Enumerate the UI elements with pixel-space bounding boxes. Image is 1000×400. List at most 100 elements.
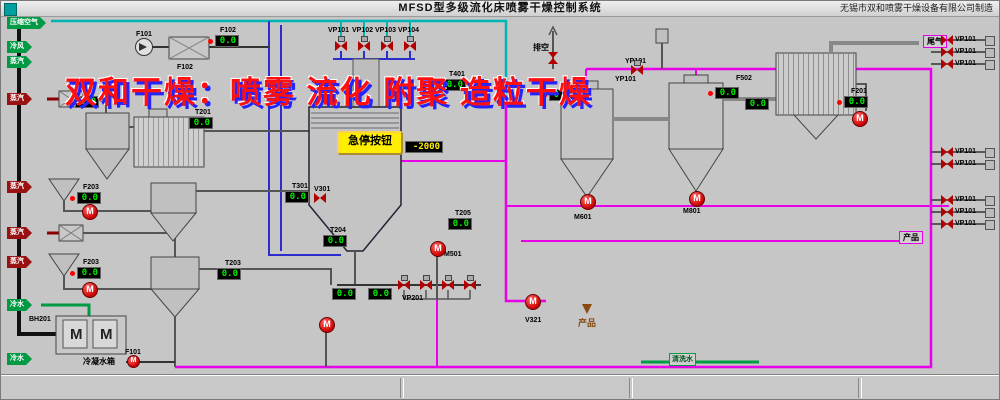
title-bar: MFSD型多级流化床喷雾干燥控制系统 无锡市双和喷雾干燥设备有限公司制造 [1,1,999,17]
valve-icon[interactable] [420,275,432,290]
pump-icon[interactable]: M [580,194,596,210]
equipment-tag: V301 [314,186,331,193]
pump-icon[interactable]: M [82,204,98,220]
flow-arrow: 冷水 [7,353,32,365]
pipe-flange [985,48,995,58]
flow-arrow: 蒸汽 [7,181,32,193]
valve-icon[interactable] [941,207,953,217]
watermark-text: 双和干燥：喷雾 流化 附聚 造粒干燥 [65,75,592,110]
equipment-tag: F203 [83,184,99,191]
equipment-tag: 产品 [578,318,597,328]
equipment-tag: VP103 [375,27,397,34]
valve-icon[interactable] [941,195,953,205]
separator [629,378,633,398]
window-title: MFSD型多级流化床喷雾干燥控制系统 [398,2,602,14]
equipment-tag: F102 [220,27,236,34]
flow-label: 清洗水 [669,353,696,366]
value-display: 0.0 [332,288,356,300]
pump-icon[interactable]: M [430,241,446,257]
equipment-tag: VP102 [352,27,374,34]
value-display: 0.0 [837,96,868,108]
valve-icon[interactable] [941,59,953,69]
flow-arrow: 蒸汽 [7,256,32,268]
pipe-flange [985,148,995,158]
pipe-flange [985,220,995,230]
pump-icon[interactable]: M [689,191,705,207]
equipment-tag: BH201 [29,316,51,323]
valve-icon[interactable] [404,36,416,51]
equipment-tag: M [100,326,113,343]
valve-icon[interactable] [464,275,476,290]
equipment-tag: V321 [525,317,542,324]
equipment-tag: VP101 [955,60,977,67]
equipment-tag: VP101 [955,48,977,55]
valve-icon[interactable] [941,147,953,157]
product-arrow-icon [582,304,592,314]
valve-icon[interactable] [381,36,393,51]
pump-icon[interactable]: M [319,317,335,333]
equipment-tag: T301 [292,183,308,190]
pipe-flange [985,160,995,170]
valve-icon[interactable] [631,60,643,75]
value-display: 0.0 [745,98,769,110]
value-display: 0.0 [189,117,213,129]
emergency-stop-button[interactable]: 急停按钮 [337,131,403,155]
separator [858,378,862,398]
value-display: 0.0 [708,87,739,99]
valve-icon[interactable] [398,275,410,290]
pump-icon[interactable]: M [82,282,98,298]
valve-icon[interactable] [314,193,326,203]
flow-label: 产品 [899,231,923,244]
valve-icon[interactable] [548,52,558,64]
equipment-tag: VP104 [398,27,420,34]
equipment-tag: F101 [125,349,141,356]
pipe-flange [985,36,995,46]
equipment-tag: F201 [79,88,95,95]
value-display: 0.0 [68,96,99,108]
equipment-tag: VP101 [328,27,350,34]
equipment-tag: F201 [851,88,867,95]
equipment-tag: VP101 [955,208,977,215]
value-display: 0.0 [368,288,392,300]
flow-arrow: 蒸汽 [7,227,32,239]
equipment-tag: F101 [136,31,152,38]
pipe-flange [985,60,995,70]
valve-icon[interactable] [335,36,347,51]
equipment-tag: T204 [330,227,346,234]
equipment-tag: M801 [683,208,701,215]
valve-icon[interactable] [442,275,454,290]
value-display: 0.0 [285,191,309,203]
pipe-flange [985,196,995,206]
equipment-tag: YP101 [615,76,637,83]
equipment-tag: F102 [177,64,193,71]
fan-icon [135,38,153,56]
equipment-tag: T205 [455,210,471,217]
equipment-tag: 冷凝水箱 [83,357,115,366]
value-display: 0.0 [208,35,239,47]
value-display: 0.0 [448,218,472,230]
pump-icon[interactable]: M [852,111,868,127]
valve-icon[interactable] [941,35,953,45]
pump-icon[interactable]: M [525,294,541,310]
flow-arrow: 压缩空气 [7,17,46,29]
valve-icon[interactable] [358,36,370,51]
flow-arrow: 蒸汽 [7,56,32,68]
equipment-tag: VP201 [402,295,424,302]
valve-icon[interactable] [941,159,953,169]
equipment-tag: T401 [449,71,465,78]
valve-icon[interactable] [941,47,953,57]
equipment-tag: M501 [444,251,462,258]
value-display: 0.0 [323,235,347,247]
value-display: 0.0 [70,192,101,204]
value-display: 0.0 [70,267,101,279]
separator [400,378,404,398]
app-icon [4,3,17,16]
equipment-tag: M601 [574,214,592,221]
equipment-tag: F502 [736,75,752,82]
pump-icon[interactable]: M [127,355,140,368]
equipment-tag: T203 [225,260,241,267]
valve-icon[interactable] [941,219,953,229]
